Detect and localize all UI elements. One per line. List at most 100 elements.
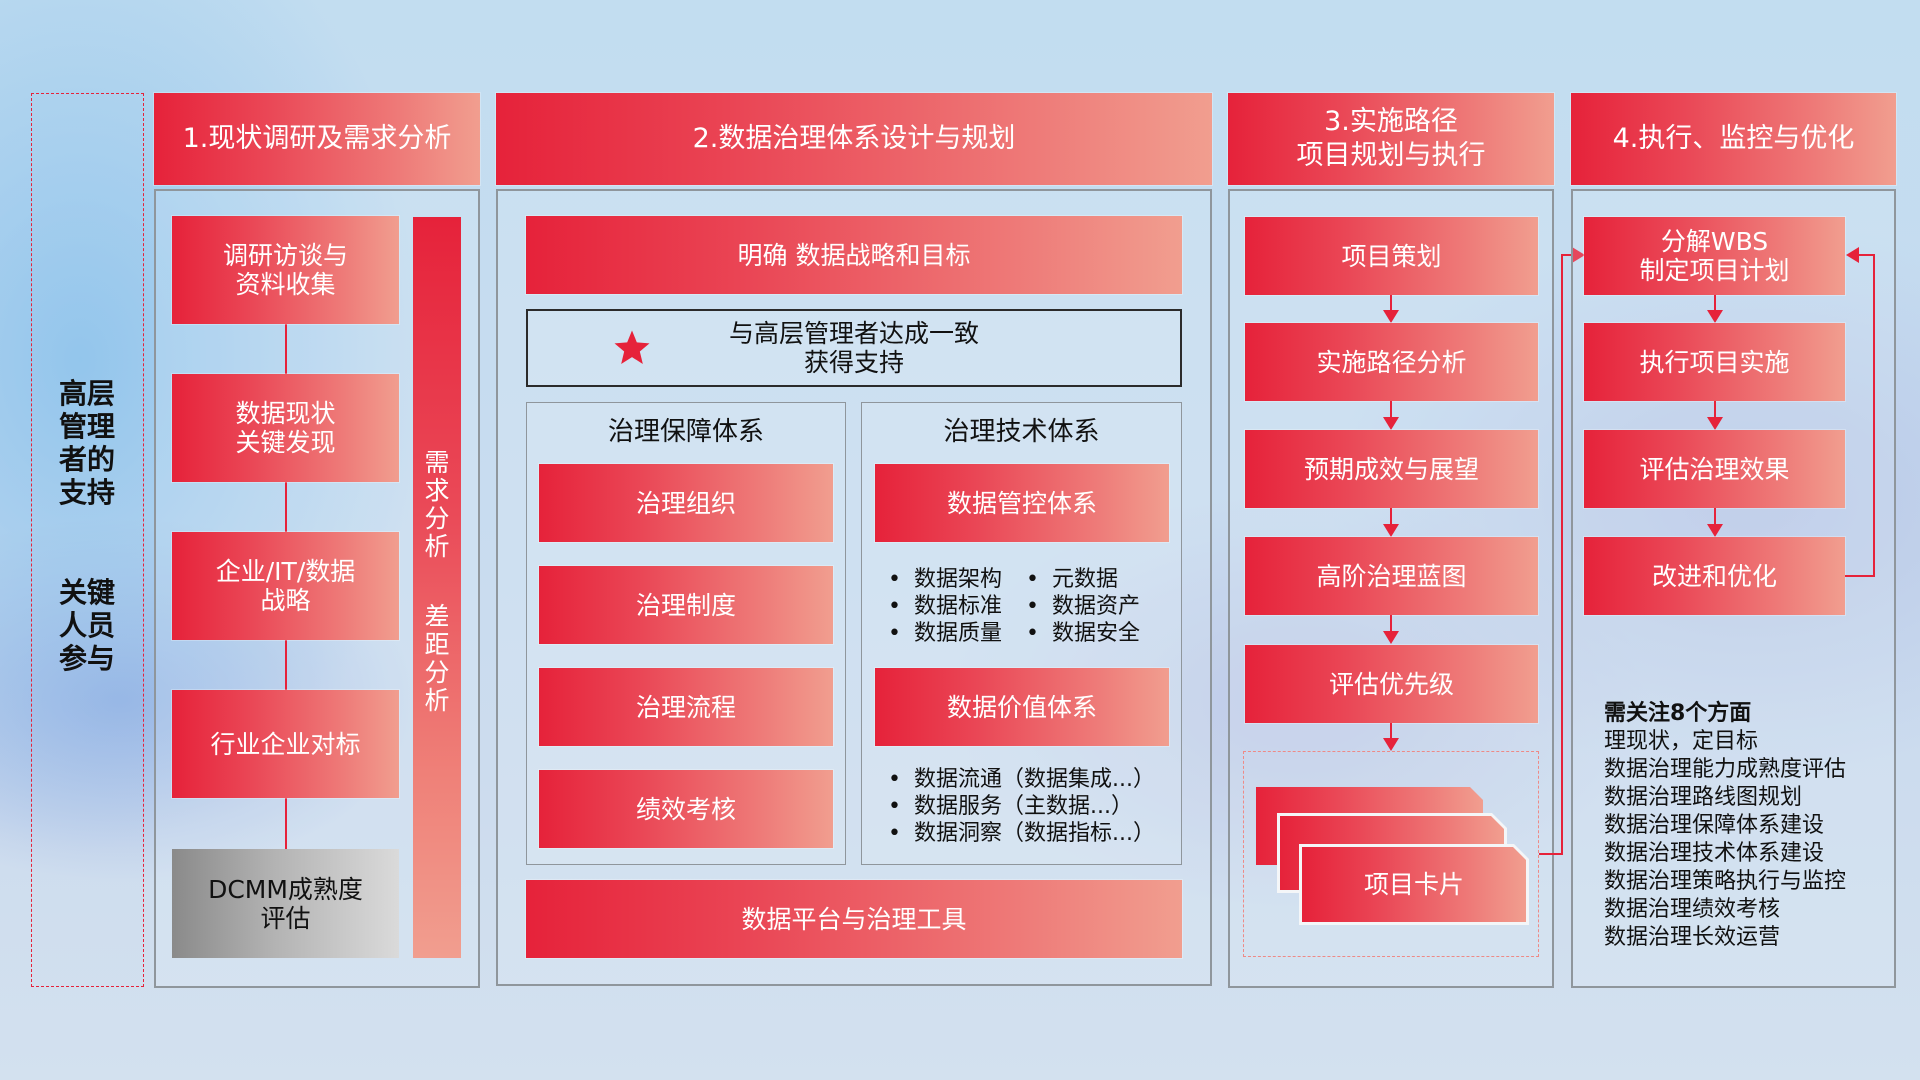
box-label: 数据价值体系 (946, 692, 1097, 722)
governance-policy-box[interactable]: 治理制度 (539, 566, 833, 644)
vert-char: 分 (424, 658, 450, 687)
gap-analysis-label: 差 距 分 析 (413, 603, 461, 715)
consensus-line: 获得支持 (803, 348, 904, 377)
arrow-down-icon (1383, 310, 1399, 323)
feedback-loop-connector (1873, 255, 1875, 577)
bullet-item: 数据架构 (914, 567, 1003, 592)
phase2-header: 2.数据治理体系设计与规划 (496, 93, 1212, 185)
arrow-down-icon (1383, 738, 1399, 751)
box-line: 分解WBS (1660, 227, 1769, 256)
bullet-item: 数据洞察（数据指标...） (914, 821, 1155, 846)
flow-line (1390, 508, 1392, 525)
bullet-item: 数据标准 (914, 594, 1003, 619)
improve-optimize-box[interactable]: 改进和优化 (1584, 537, 1845, 615)
gap-analysis-bar: 需 求 分 析 差 距 分 析 (413, 217, 461, 958)
box-line: 战略 (260, 586, 311, 615)
data-status-box[interactable]: 数据现状 关键发现 (172, 374, 399, 482)
bullet-item: 数据流通（数据集成...） (914, 767, 1155, 792)
sidebar-line: 关键 (58, 576, 115, 609)
box-label: 实施路径分析 (1316, 347, 1467, 377)
dcmm-assessment-box[interactable]: DCMM成熟度 评估 (172, 849, 399, 958)
cards-to-wbs-connector (1561, 255, 1563, 855)
governance-process-box[interactable]: 治理流程 (539, 668, 833, 746)
box-label: 数据平台与治理工具 (741, 904, 967, 934)
phase4-title: 4.执行、监控与优化 (1612, 123, 1855, 154)
notes-item: 数据治理能力成熟度评估 (1604, 757, 1847, 782)
bullet-row: •数据架构 •元数据 (888, 567, 1119, 592)
feedback-loop-connector (1845, 575, 1875, 577)
notes-item: 数据治理长效运营 (1604, 925, 1781, 950)
box-label: 治理流程 (635, 692, 736, 722)
project-card-front[interactable]: 项目卡片 (1302, 847, 1526, 922)
box-line: 制定项目计划 (1639, 256, 1790, 285)
cards-to-wbs-connector (1539, 853, 1563, 855)
data-value-box[interactable]: 数据价值体系 (875, 668, 1169, 746)
box-line: 资料收集 (235, 270, 336, 299)
performance-review-box[interactable]: 绩效考核 (539, 770, 833, 848)
vert-char: 差 (424, 602, 450, 631)
notes-item: 数据治理路线图规划 (1604, 785, 1803, 810)
wbs-plan-box[interactable]: 分解WBS 制定项目计划 (1584, 217, 1845, 295)
box-line: 调研访谈与 (222, 241, 348, 270)
arrow-down-icon (1383, 417, 1399, 430)
governance-org-box[interactable]: 治理组织 (539, 464, 833, 542)
key-personnel-label: 关键 人员 参与 (57, 576, 117, 675)
project-planning-box[interactable]: 项目策划 (1245, 217, 1538, 295)
box-line: 评估 (260, 903, 311, 933)
notes-item: 数据治理保障体系建设 (1604, 813, 1825, 838)
vert-char: 距 (424, 630, 450, 659)
research-interview-box[interactable]: 调研访谈与 资料收集 (172, 216, 399, 324)
arrow-right-icon (1572, 247, 1585, 263)
value-bullet-list: •数据流通（数据集成...） •数据服务（主数据...） •数据洞察（数据指标.… (888, 766, 1155, 847)
arrow-down-icon (1383, 631, 1399, 644)
guarantee-system-title: 治理保障体系 (607, 417, 764, 447)
priority-box[interactable]: 评估优先级 (1245, 645, 1538, 723)
flow-line (1714, 295, 1716, 311)
arrow-left-icon (1846, 247, 1859, 263)
box-label: 明确 数据战略和目标 (737, 240, 971, 270)
box-label: 预期成效与展望 (1303, 454, 1479, 484)
vert-char: 分 (424, 504, 450, 533)
platform-tools-box[interactable]: 数据平台与治理工具 (526, 880, 1182, 958)
vert-char: 析 (424, 532, 450, 561)
notes-item: 理现状，定目标 (1604, 729, 1759, 754)
phase4-header: 4.执行、监控与优化 (1571, 93, 1896, 185)
strategy-goal-box[interactable]: 明确 数据战略和目标 (526, 216, 1182, 294)
tech-system-title: 治理技术体系 (943, 417, 1100, 447)
bullet-item: 元数据 (1052, 567, 1119, 592)
requirement-analysis-label: 需 求 分 析 (413, 449, 461, 561)
focus-areas-notes: 需关注8个方面 理现状，定目标 数据治理能力成熟度评估 数据治理路线图规划 数据… (1604, 700, 1846, 952)
box-label: 高阶治理蓝图 (1316, 561, 1467, 591)
box-line: 数据现状 (235, 399, 336, 428)
phase3-title-line: 3.实施路径 (1324, 106, 1458, 137)
flow-line (1390, 615, 1392, 632)
star-icon (614, 330, 650, 364)
notes-item: 数据治理策略执行与监控 (1604, 869, 1847, 894)
exec-support-label: 高层 管理 者的 支持 (57, 377, 117, 509)
bullet-item: 数据安全 (1052, 621, 1141, 646)
consensus-line: 与高层管理者达成一致 (728, 319, 979, 348)
path-analysis-box[interactable]: 实施路径分析 (1245, 323, 1538, 401)
blueprint-box[interactable]: 高阶治理蓝图 (1245, 537, 1538, 615)
box-label: 绩效考核 (635, 794, 736, 824)
execute-project-box[interactable]: 执行项目实施 (1584, 323, 1845, 401)
vert-char: 求 (424, 476, 450, 505)
box-label: 治理制度 (635, 590, 736, 620)
benchmark-box[interactable]: 行业企业对标 (172, 690, 399, 798)
strategy-box[interactable]: 企业/IT/数据 战略 (172, 532, 399, 640)
vert-char: 需 (424, 448, 450, 477)
box-label: 改进和优化 (1651, 561, 1777, 591)
box-label: 评估优先级 (1328, 669, 1454, 699)
flow-line (1390, 401, 1392, 418)
data-control-box[interactable]: 数据管控体系 (875, 464, 1169, 542)
sidebar-line: 高层 (58, 377, 115, 410)
project-cards-area (1243, 751, 1539, 957)
bullet-row: •数据标准 •数据资产 (888, 594, 1141, 619)
box-line: 关键发现 (235, 428, 336, 457)
evaluate-effect-box[interactable]: 评估治理效果 (1584, 430, 1845, 508)
sidebar-line: 人员 (58, 609, 115, 642)
sidebar-line: 管理 (58, 410, 115, 443)
box-label: 数据管控体系 (946, 488, 1097, 518)
expected-outcome-box[interactable]: 预期成效与展望 (1245, 430, 1538, 508)
arrow-down-icon (1707, 417, 1723, 430)
